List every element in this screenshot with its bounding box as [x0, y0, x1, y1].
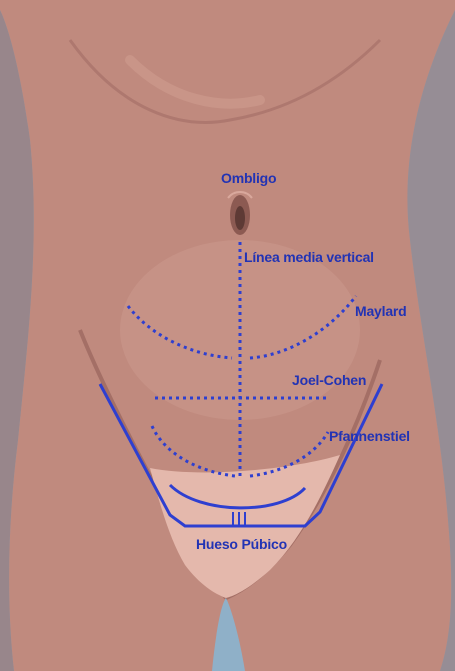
- label-pfannenstiel: Pfannenstiel: [329, 428, 410, 444]
- belly-highlight: [120, 240, 360, 420]
- navel-inner: [235, 206, 245, 230]
- label-navel: Ombligo: [221, 170, 276, 186]
- label-joel-cohen: Joel-Cohen: [292, 372, 366, 388]
- label-pubic-bone: Hueso Púbico: [196, 536, 287, 552]
- label-maylard: Maylard: [355, 303, 407, 319]
- label-vertical-midline: Línea media vertical: [244, 249, 374, 265]
